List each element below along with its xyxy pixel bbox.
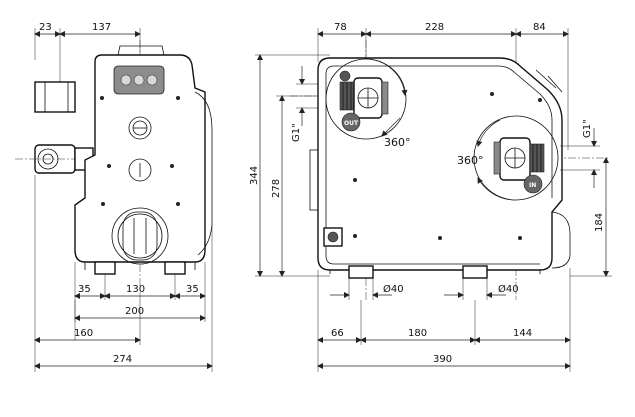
dim-foot-dia-left: Ø40 (383, 283, 404, 295)
dim-bottom-left: 66 (331, 328, 344, 339)
dim-thread-in: G1" (582, 119, 593, 138)
side-view: 344 278 G1" 78 228 84 (249, 22, 612, 372)
dim-front-top-left: 23 (39, 22, 52, 33)
in-badge (523, 174, 543, 194)
dim-base-left: 160 (74, 328, 93, 339)
dim-thread-out: G1" (291, 123, 302, 142)
pump-front-body (74, 54, 206, 263)
dim-feet-center: 130 (126, 284, 145, 295)
dim-front-top-right: 137 (92, 22, 111, 33)
side-foot-left (348, 265, 374, 279)
dim-foot-dia-right: Ø40 (498, 283, 519, 295)
front-foot-right (164, 261, 186, 275)
out-badge (341, 112, 361, 132)
dim-height: 344 (249, 166, 260, 185)
dim-bottom-center: 180 (408, 328, 427, 339)
dim-feet-right: 35 (186, 284, 199, 295)
dim-right-height: 184 (594, 213, 605, 232)
out-badge-label: OUT (344, 120, 359, 127)
side-foot-right (462, 265, 488, 279)
front-view: 23 137 (15, 22, 213, 372)
dim-overall-length: 390 (433, 354, 452, 365)
dim-feet-overall: 200 (125, 306, 144, 317)
dim-side-top-right: 84 (533, 22, 546, 33)
dim-bottom-right: 144 (513, 328, 532, 339)
dim-overall-width: 274 (113, 354, 132, 365)
in-rotation-circle (473, 115, 559, 201)
fill-plug (128, 158, 152, 182)
logo-disc (128, 116, 152, 140)
dim-feet-left: 35 (78, 284, 91, 295)
outlet-pipe-stub (34, 81, 76, 113)
drain-port (111, 207, 169, 265)
dim-side-top-center: 228 (425, 22, 444, 33)
dim-side-top-left: 78 (334, 22, 347, 33)
in-badge-label: IN (529, 182, 536, 189)
front-foot-left (94, 261, 116, 275)
rotation-in-label: 360° (457, 154, 484, 167)
dim-height-inner: 278 (271, 179, 282, 198)
rotation-out-label: 360° (384, 136, 411, 149)
